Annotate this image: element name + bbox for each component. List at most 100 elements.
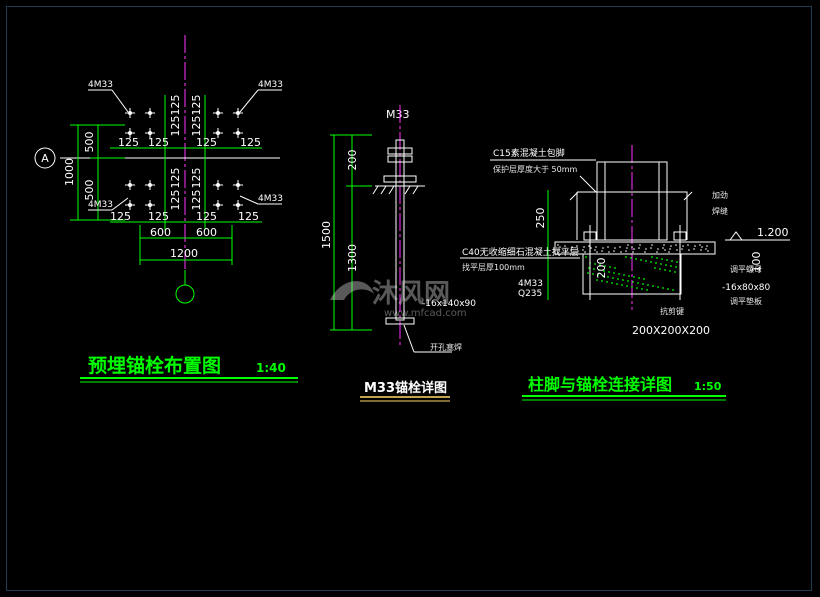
conn-dim-100: 100 [750, 252, 763, 273]
bolt-nut-1 [387, 147, 413, 155]
bolt-washer [383, 175, 417, 183]
connection-scale: 1:50 [694, 380, 722, 393]
bolt-dim-1500: 1500 [320, 221, 333, 249]
dim-125-h4: 125 [240, 136, 261, 149]
anchor-bolt-mark [125, 128, 135, 138]
anchor-bolt-group [125, 108, 243, 210]
dim-125-h1: 125 [118, 136, 139, 149]
elev-triangle [729, 231, 743, 241]
dim-125-h8: 125 [238, 210, 259, 223]
dim-600-left: 600 [150, 226, 171, 239]
anchor-bolt-mark [233, 128, 243, 138]
anchor-bolt-mark [125, 180, 135, 190]
bolt-dim-200: 200 [346, 150, 359, 171]
dim-500-bottom: 500 [83, 180, 96, 201]
dim-500-top: 500 [83, 132, 96, 153]
bolt-dim-1300: 1300 [346, 244, 359, 272]
elevation-label: 1.200 [757, 226, 789, 239]
bolt-end-plate [385, 317, 415, 325]
anchor-bolt-mark [145, 200, 155, 210]
anchor-bolt-mark [233, 180, 243, 190]
conn-plate-spec: -16x80x80 [722, 283, 771, 293]
dim-125-h7: 125 [196, 210, 217, 223]
anchor-label-bl: 4M33 [88, 200, 113, 210]
dim-1200: 1200 [170, 247, 198, 260]
dim-125-v7: 125 [190, 168, 203, 189]
leveling-thk-label: 找平层厚100mm [462, 262, 525, 272]
axis-letter: A [41, 152, 49, 165]
bolt-shaft [395, 139, 405, 321]
tag-leveling-nut: 调平螺母 [730, 264, 762, 274]
anchor-layout-plan: A 1000 500 500 125 125 125 125 125 12 [34, 35, 298, 383]
dim-125-v4: 125 [190, 116, 203, 137]
dim-125-v2: 125 [169, 116, 182, 137]
tag-weld: 焊缝 [712, 206, 728, 216]
anchor-label-br: 4M33 [258, 194, 283, 204]
dim-125-h5: 125 [110, 210, 131, 223]
nut-left [583, 231, 597, 241]
bolt-detail: M33 200 1500 1300 -16x140x90 开 [320, 105, 476, 402]
dim-125-v3: 125 [190, 95, 203, 116]
dim-600-right: 600 [196, 226, 217, 239]
ground-hatch [372, 185, 419, 195]
anchor-bolt-mark [213, 180, 223, 190]
drawing-frame [6, 6, 812, 591]
dim-125-v8: 125 [190, 190, 203, 211]
c15-label: C15素混凝土包脚 [493, 147, 565, 159]
watermark-brand: 沐风网 [372, 279, 450, 309]
anchor-label-tl: 4M33 [88, 80, 113, 90]
anchor-bolt-mark [145, 180, 155, 190]
dim-125-v6: 125 [169, 190, 182, 211]
watermark-logo-icon [330, 281, 374, 300]
base-plate-spec: 200X200X200 [632, 324, 710, 337]
dim-125-h6: 125 [148, 210, 169, 223]
anchor-label-tr: 4M33 [258, 80, 283, 90]
dim-125-v5: 125 [169, 168, 182, 189]
tag-leveling-pad: 调平垫板 [730, 296, 762, 306]
conn-bolt-label: 4M33 [518, 279, 543, 289]
anchor-bolt-mark [145, 128, 155, 138]
leveling-hatch [557, 244, 709, 253]
bolt-top-label: M33 [386, 108, 410, 121]
c40-label: C40无收缩细石混凝土找平层 [462, 246, 579, 258]
bolt-plate-spec: -16x140x90 [422, 299, 476, 309]
anchor-bolt-mark [233, 108, 243, 118]
dim-125-v1: 125 [169, 95, 182, 116]
watermark-url: www.mfcad.com [384, 308, 467, 319]
anchor-bolt-mark [213, 128, 223, 138]
tag-stiffener: 加劲 [712, 190, 728, 200]
bolt-nut-2 [387, 155, 413, 163]
axis-bubble-bottom [175, 284, 195, 304]
encasement-chamfer [569, 191, 693, 201]
layout-plan-scale: 1:40 [256, 361, 286, 375]
nut-right [673, 231, 687, 241]
conn-steel-label: Q235 [518, 289, 542, 299]
bolt-note: 开孔塞焊 [430, 342, 462, 352]
watermark: 沐风网 www.mfcad.com [330, 279, 467, 319]
tag-shear-key: 抗剪键 [660, 306, 684, 316]
leader-tr [239, 89, 259, 113]
conn-dim-250: 250 [534, 208, 547, 229]
anchor-bolt-mark [233, 200, 243, 210]
dim-125-h2: 125 [148, 136, 169, 149]
foundation-block [582, 253, 682, 295]
anchor-bolt-mark [125, 108, 135, 118]
cover-leader [579, 175, 597, 193]
cover-label: 保护层厚度大于 50mm [493, 164, 578, 174]
leveling-layer [554, 241, 716, 255]
conn-dim-200: 200 [595, 258, 608, 279]
dim-125-h3: 125 [196, 136, 217, 149]
leader-br [239, 195, 259, 205]
leader-bl [111, 197, 129, 211]
anchor-bolt-mark [213, 108, 223, 118]
bolt-detail-title: M33锚栓详图 [364, 380, 447, 396]
bolt-note-leader [403, 324, 415, 353]
column-section [596, 161, 668, 241]
encasement-outline [576, 191, 688, 240]
center-vertical-dims: 125 125 125 125 125 125 125 125 [164, 95, 206, 230]
connection-title: 柱脚与锚栓连接详图 [528, 375, 672, 394]
anchor-bolt-mark [145, 108, 155, 118]
dim-1000: 1000 [63, 158, 76, 186]
